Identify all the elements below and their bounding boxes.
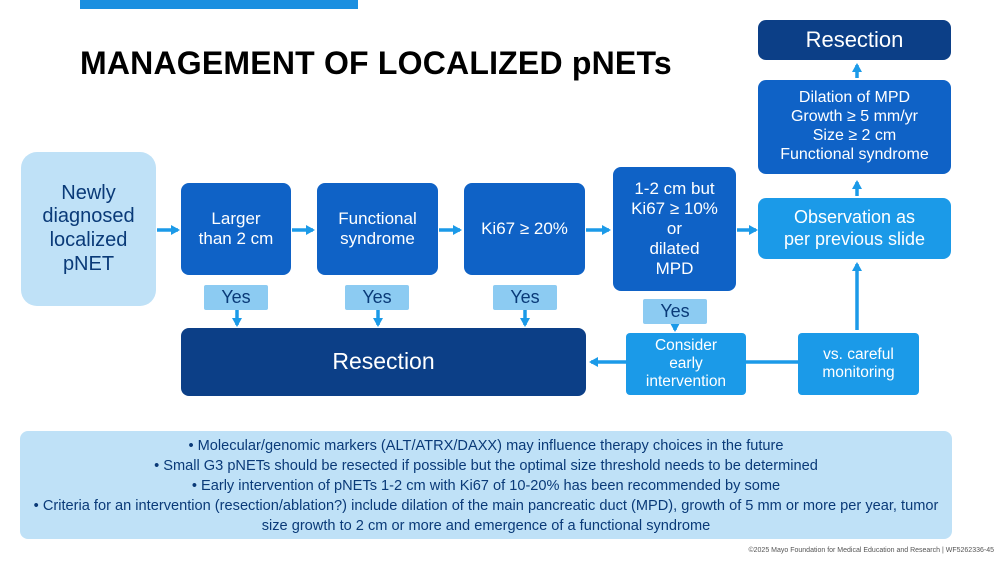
intervention-criteria-box: Dilation of MPD Growth ≥ 5 mm/yr Size ≥ … (758, 80, 951, 174)
yes-label-1: Yes (204, 285, 268, 310)
careful-monitoring-box: vs. careful monitoring (798, 333, 919, 395)
consider-early-intervention-box: Consider early intervention (626, 333, 746, 395)
note-item: Molecular/genomic markers (ALT/ATRX/DAXX… (30, 436, 942, 456)
resection-main-box: Resection (181, 328, 586, 396)
notes-panel: Molecular/genomic markers (ALT/ATRX/DAXX… (20, 431, 952, 539)
yes-label-2: Yes (345, 285, 409, 310)
resection-top-box: Resection (758, 20, 951, 60)
larger-than-2cm-box: Larger than 2 cm (181, 183, 291, 275)
newly-diagnosed-box: Newly diagnosed localized pNET (21, 152, 156, 306)
note-item: Small G3 pNETs should be resected if pos… (30, 456, 942, 476)
yes-label-4: Yes (643, 299, 707, 324)
observation-box: Observation as per previous slide (758, 198, 951, 259)
top-accent-bar (80, 0, 358, 9)
ki67-10-box: 1-2 cm but Ki67 ≥ 10% or dilated MPD (613, 167, 736, 291)
ki67-20-box: Ki67 ≥ 20% (464, 183, 585, 275)
note-item: Criteria for an intervention (resection/… (30, 496, 942, 536)
yes-label-3: Yes (493, 285, 557, 310)
note-item: Early intervention of pNETs 1-2 cm with … (30, 476, 942, 496)
copyright-footer: ©2025 Mayo Foundation for Medical Educat… (748, 547, 994, 554)
functional-syndrome-box: Functional syndrome (317, 183, 438, 275)
page-title: MANAGEMENT OF LOCALIZED pNETs (80, 45, 672, 81)
